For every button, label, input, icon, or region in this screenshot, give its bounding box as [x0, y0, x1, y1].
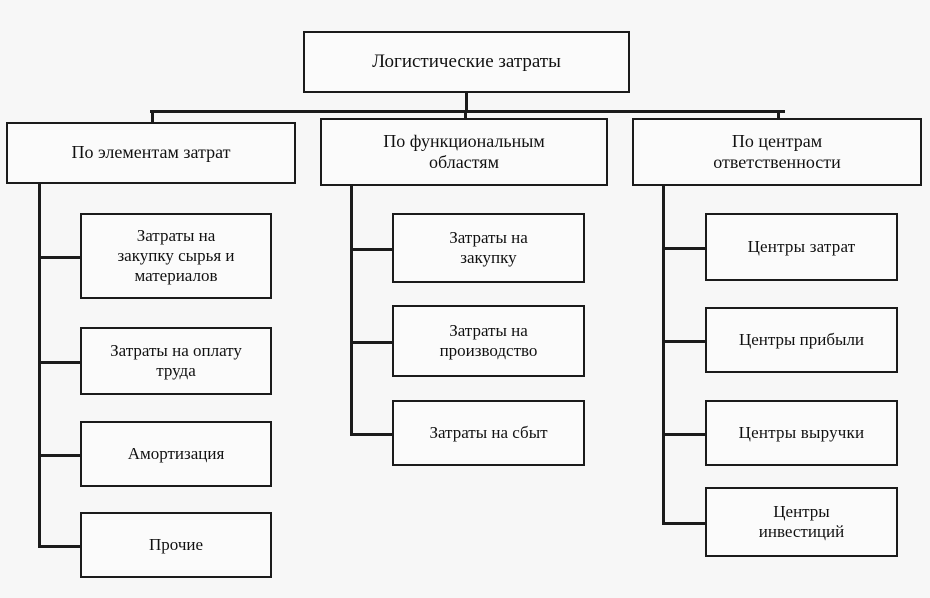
leaf-node-functional-areas-1: Затраты на производство — [392, 305, 585, 377]
leaf-node-cost-elements-3: Прочие — [80, 512, 272, 578]
branch-spine-cost-elements — [38, 184, 41, 545]
leaf-node-responsibility-centers-2: Центры выручки — [705, 400, 898, 466]
leaf-node-responsibility-centers-1: Центры прибыли — [705, 307, 898, 373]
leaf-connector-cost-elements-1 — [38, 361, 80, 364]
branch-spine-responsibility-centers — [662, 186, 665, 522]
leaf-connector-cost-elements-3 — [38, 545, 80, 548]
leaf-connector-functional-areas-1 — [350, 341, 392, 344]
category-node-cost-elements: По элементам затрат — [6, 122, 296, 184]
title-node: Логистические затраты — [303, 31, 630, 93]
leaf-connector-responsibility-centers-0 — [662, 247, 705, 250]
leaf-node-functional-areas-0: Затраты на закупку — [392, 213, 585, 283]
leaf-node-cost-elements-2: Амортизация — [80, 421, 272, 487]
branch-bus-connector — [150, 110, 785, 113]
leaf-node-cost-elements-1: Затраты на оплату труда — [80, 327, 272, 395]
leaf-connector-cost-elements-2 — [38, 454, 80, 457]
leaf-node-responsibility-centers-0: Центры затрат — [705, 213, 898, 281]
title-stem-connector — [465, 93, 468, 110]
leaf-connector-cost-elements-0 — [38, 256, 80, 259]
leaf-connector-responsibility-centers-2 — [662, 433, 705, 436]
leaf-node-responsibility-centers-3: Центры инвестиций — [705, 487, 898, 557]
leaf-connector-responsibility-centers-1 — [662, 340, 705, 343]
leaf-connector-functional-areas-2 — [350, 433, 392, 436]
leaf-connector-functional-areas-0 — [350, 248, 392, 251]
branch-drop-connector-functional-areas — [464, 110, 467, 118]
leaf-node-functional-areas-2: Затраты на сбыт — [392, 400, 585, 466]
leaf-connector-responsibility-centers-3 — [662, 522, 705, 525]
branch-drop-connector-responsibility-centers — [777, 110, 780, 118]
category-node-responsibility-centers: По центрам ответственности — [632, 118, 922, 186]
branch-spine-functional-areas — [350, 186, 353, 433]
leaf-node-cost-elements-0: Затраты на закупку сырья и материалов — [80, 213, 272, 299]
branch-drop-connector-cost-elements — [151, 110, 154, 122]
category-node-functional-areas: По функциональным областям — [320, 118, 608, 186]
